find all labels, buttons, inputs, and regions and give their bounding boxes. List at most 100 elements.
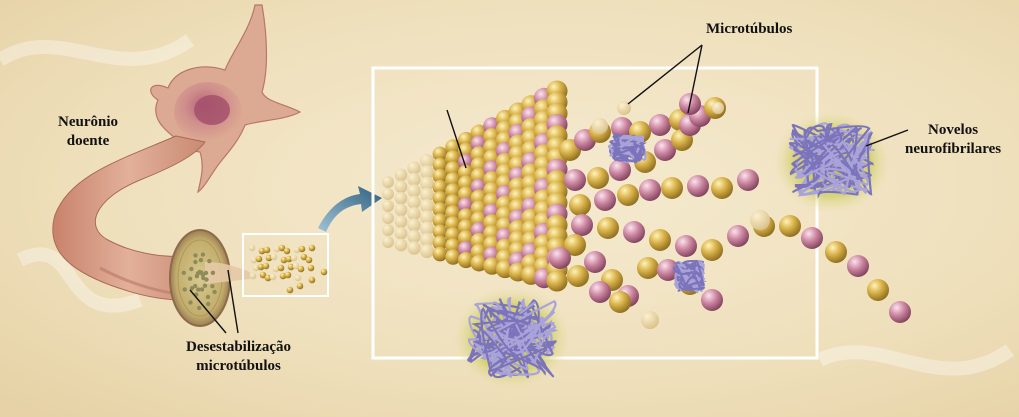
tubulin-bead: [546, 270, 567, 291]
small-tubulin-bead: [306, 257, 313, 264]
tubulin-bead: [382, 224, 394, 236]
tubulin-bead: [382, 236, 394, 248]
microtubule-dot: [212, 290, 216, 294]
tangle-small-2: [674, 261, 704, 292]
label-diseased-neuron: Neurônio doente: [58, 113, 118, 151]
tubulin-bead: [779, 215, 801, 237]
small-tubulin-bead: [308, 265, 315, 272]
microtubule-dot: [195, 274, 199, 278]
microtubule-dot: [188, 277, 192, 281]
tubulin-bead: [847, 255, 869, 277]
tubulin-bead: [407, 241, 420, 254]
tubulin-bead: [889, 301, 911, 323]
tubulin-bead: [569, 194, 591, 216]
microtubule-dot: [204, 277, 208, 281]
tubulin-bead: [420, 244, 434, 258]
microtubule-dot: [188, 300, 192, 304]
microtubule-dot: [207, 259, 211, 263]
tubulin-bead: [395, 169, 408, 182]
tubulin-bead: [867, 279, 889, 301]
small-tubulin-bead: [271, 254, 278, 261]
small-tubulin-bead: [297, 283, 304, 290]
tubulin-bead: [737, 169, 759, 191]
label-tangles-line1: Novelos: [905, 121, 1001, 140]
tubulin-bead: [711, 177, 733, 199]
small-tubulin-bead: [250, 273, 257, 280]
small-tubulin-bead: [321, 269, 328, 276]
microtubule-dot: [199, 258, 203, 262]
microtubule-dot: [204, 271, 208, 275]
tubulin-bead: [395, 227, 408, 240]
tubulin-bead: [661, 177, 683, 199]
microtubule-dot: [206, 295, 210, 299]
free-tubulin-bead: [750, 210, 770, 230]
microtubule-dot: [211, 271, 215, 275]
tubulin-bead: [639, 179, 661, 201]
tubulin-bead: [727, 225, 749, 247]
tubulin-bead: [701, 289, 723, 311]
free-tubulin-bead: [592, 118, 608, 134]
label-tangles-line2: neurofibrilares: [905, 140, 1001, 159]
tubulin-bead: [637, 257, 659, 279]
free-tubulin-bead: [641, 311, 659, 329]
microtubule-dot: [193, 253, 197, 257]
microtubule-dot: [197, 306, 201, 310]
tubulin-bead: [701, 239, 723, 261]
tubulin-bead: [687, 175, 709, 197]
label-destabilization-line2: microtúbulos: [186, 357, 291, 376]
tubulin-bead: [675, 235, 697, 257]
microtubule-dot: [193, 260, 197, 264]
label-destabilization: Desestabilização microtúbulos: [186, 338, 291, 376]
tangle-small-1: [609, 134, 645, 162]
small-tubulin-bead: [249, 245, 256, 252]
tubulin-bead: [801, 227, 823, 249]
tubulin-bead: [382, 212, 394, 224]
microtubule-dot: [210, 284, 214, 288]
small-tubulin-bead: [309, 245, 316, 252]
microtubule-dot: [182, 271, 186, 275]
tubulin-bead: [617, 184, 639, 206]
tubulin-bead: [407, 207, 420, 220]
label-destabilization-line1: Desestabilização: [186, 338, 291, 357]
small-tubulin-bead: [278, 265, 285, 272]
small-tubulin-bead: [291, 255, 298, 262]
tubulin-bead: [567, 265, 589, 287]
label-microtubules: Microtúbulos: [706, 20, 792, 39]
label-diseased-neuron-line1: Neurônio: [58, 113, 118, 132]
tubulin-bead: [407, 230, 420, 243]
small-tubulin-bead: [299, 246, 306, 253]
tubulin-bead: [407, 173, 420, 186]
tubulin-bead: [382, 188, 394, 200]
microtubule-dot: [206, 302, 210, 306]
tubulin-bead: [584, 251, 606, 273]
tubulin-bead: [649, 114, 671, 136]
microtubule-dot: [183, 287, 187, 291]
tubulin-bead: [407, 161, 420, 174]
tubulin-bead: [597, 217, 619, 239]
tubulin-bead: [382, 176, 394, 188]
small-tubulin-bead: [264, 247, 271, 254]
microtubule-dot: [201, 252, 205, 256]
small-tubulin-bead: [309, 277, 316, 284]
small-tubulin-bead: [298, 266, 305, 273]
small-tubulin-bead: [287, 287, 294, 294]
tubulin-bead: [395, 204, 408, 217]
tubulin-bead: [587, 167, 609, 189]
microtubule-dot: [189, 267, 193, 271]
small-tubulin-bead: [285, 272, 292, 279]
tubulin-bead: [395, 239, 408, 252]
tubulin-bead: [433, 247, 448, 262]
tubulin-bead: [571, 214, 593, 236]
small-tubulin-bead: [263, 263, 270, 270]
small-tubulin-bead: [256, 256, 263, 263]
tubulin-bead: [825, 241, 847, 263]
tubulin-bead: [623, 221, 645, 243]
tubulin-bead: [382, 200, 394, 212]
microtubule-dot: [203, 284, 207, 288]
label-neurofibrillary-tangles: Novelos neurofibrilares: [905, 121, 1001, 159]
tubulin-bead: [395, 215, 408, 228]
tubulin-bead: [407, 196, 420, 209]
tubulin-bead: [407, 184, 420, 197]
free-tubulin-bead: [712, 102, 724, 114]
